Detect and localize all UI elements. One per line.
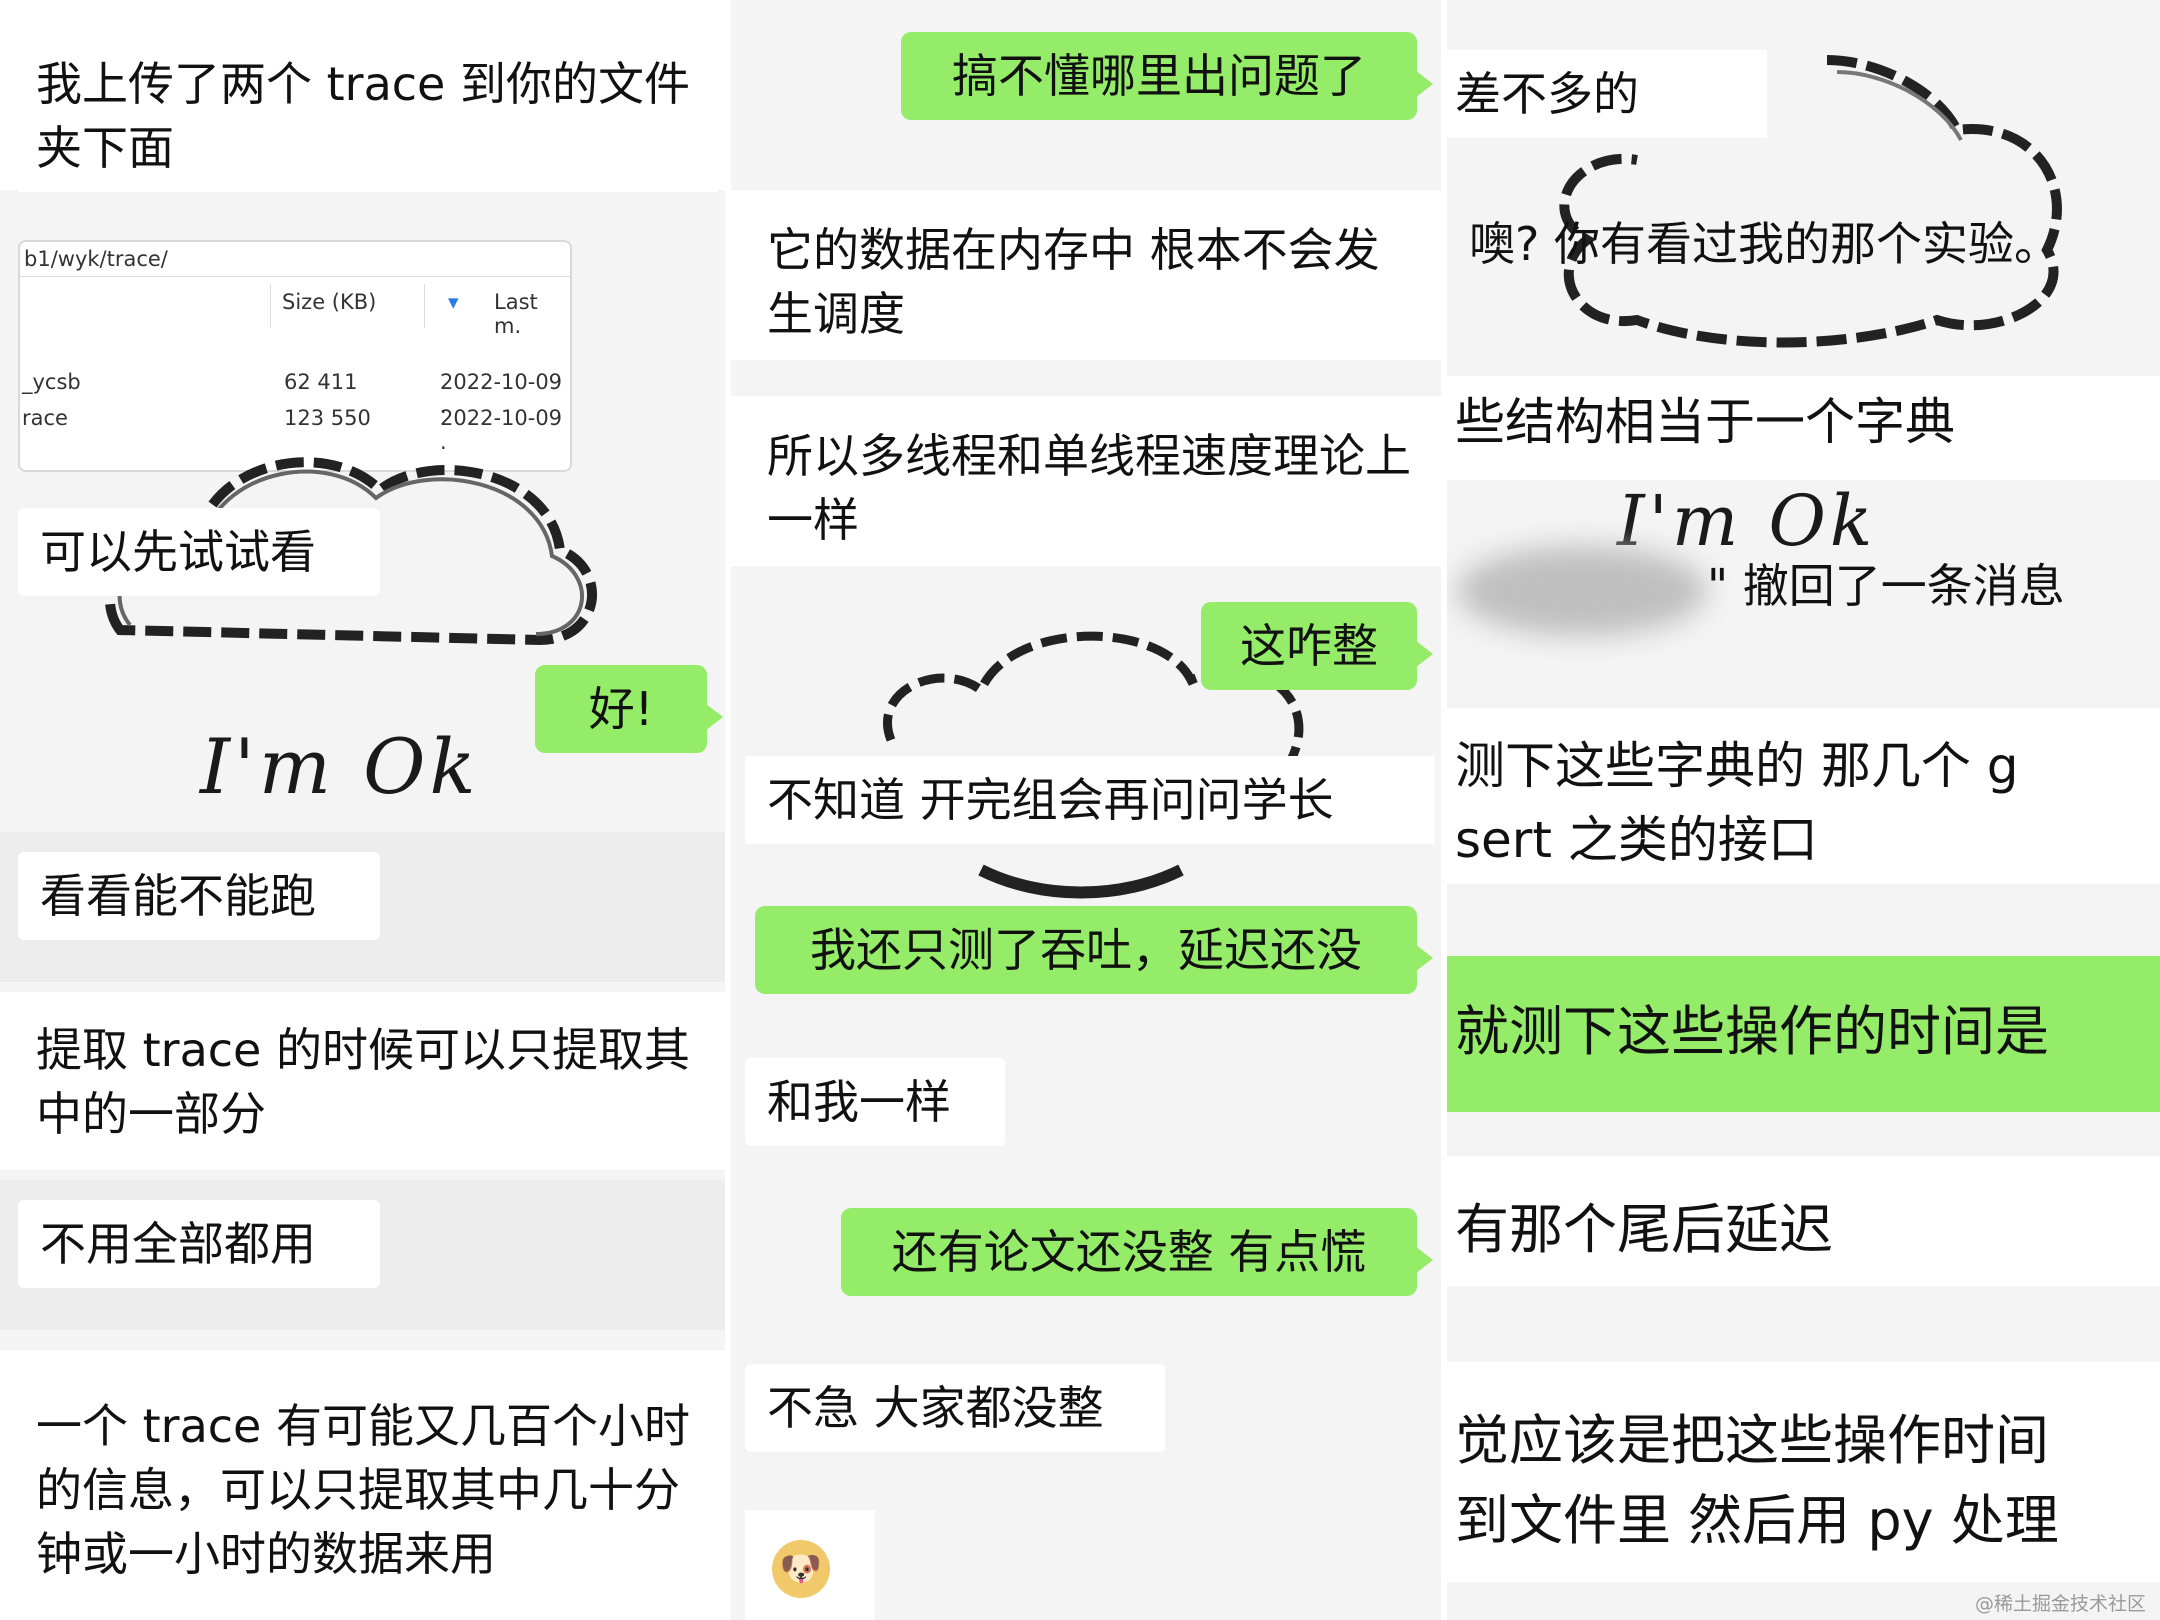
incoming-message[interactable]: 看看能不能跑 [18, 852, 380, 940]
outgoing-message[interactable]: 就测下这些操作的时间是 [1447, 956, 2160, 1112]
outgoing-message[interactable]: 搞不懂哪里出问题了 [901, 32, 1433, 120]
watermark: @稀土掘金技术社区 [1974, 1593, 2146, 1615]
outgoing-message[interactable]: 还有论文还没整 有点慌 [841, 1208, 1433, 1296]
file-path: b1/wyk/trace/ [20, 242, 570, 277]
message-row [1447, 1156, 2160, 1286]
incoming-message[interactable]: 和我一样 [745, 1058, 1005, 1146]
cloud-sticker [1559, 55, 2062, 348]
chat-panel-right: 差不多的 噢? 你有看过我的那个实验。 些结构相当于一个字典 I'm Ok " … [1447, 0, 2160, 1620]
incoming-message[interactable]: 有那个尾后延迟 [1455, 1198, 1833, 1261]
incoming-message[interactable]: 觉应该是把这些操作时间 [1455, 1409, 2049, 1472]
chat-panel-middle: 搞不懂哪里出问题了 它的数据在内存中 根本不会发生调度 所以多线程和单线程速度理… [731, 0, 1441, 1620]
file-date: 2022-10-09 . [440, 406, 563, 454]
file-name: _ycsb [22, 370, 81, 394]
sticker-caption: I'm Ok [1617, 480, 1877, 562]
outgoing-message[interactable]: 好! [535, 665, 723, 753]
file-size: 123 550 [284, 406, 371, 430]
file-manager-screenshot: b1/wyk/trace/ Size (KB) ▾ Last m. _ycsb … [18, 240, 572, 472]
incoming-message[interactable]: 测下这些字典的 那几个 g [1447, 722, 2160, 810]
message-row [1447, 1362, 2160, 1582]
file-date: 2022-10-09 . [440, 370, 563, 418]
incoming-message[interactable]: 我上传了两个 trace 到你的文件夹下面 [18, 40, 718, 192]
outgoing-message[interactable]: 我还只测了吞吐，延迟还没 [755, 906, 1433, 994]
incoming-message[interactable]: 到文件里 然后用 py 处理 [1455, 1489, 2059, 1552]
column-size: Size (KB) [282, 290, 377, 314]
column-last-modified: Last m. [494, 290, 538, 338]
chat-panel-left: 我上传了两个 trace 到你的文件夹下面 b1/wyk/trace/ Size… [0, 0, 725, 1620]
incoming-message[interactable]: 可以先试试看 [18, 508, 380, 596]
sticker-caption: I'm Ok [200, 722, 480, 811]
sort-icon: ▾ [448, 290, 459, 314]
incoming-message[interactable]: 不知道 开完组会再问问学长 [745, 756, 1435, 844]
redacted-avatar [1457, 546, 1707, 636]
recall-notice: " 撤回了一条消息 [1707, 559, 2065, 613]
doge-emoji-icon: 🐶 [772, 1540, 830, 1598]
incoming-message[interactable]: 它的数据在内存中 根本不会发生调度 [745, 206, 1435, 358]
incoming-message[interactable]: 差不多的 [1447, 50, 1767, 138]
incoming-message[interactable]: 所以多线程和单线程速度理论上一样 [745, 412, 1435, 564]
incoming-message[interactable]: 噢? 你有看过我的那个实验。 [1469, 217, 2061, 271]
incoming-message[interactable]: sert 之类的接口 [1455, 811, 1818, 869]
incoming-message[interactable]: 不用全部都用 [18, 1200, 380, 1288]
file-size: 62 411 [284, 370, 358, 394]
incoming-message[interactable]: 一个 trace 有可能又几百个小时的信息，可以只提取其中几十分钟或一小时的数据… [18, 1382, 718, 1598]
incoming-message[interactable]: 提取 trace 的时候可以只提取其中的一部分 [18, 1006, 718, 1158]
incoming-message[interactable]: 些结构相当于一个字典 [1447, 378, 2160, 466]
incoming-message[interactable]: 不急 大家都没整 [745, 1364, 1165, 1452]
outgoing-message[interactable]: 这咋整 [1201, 602, 1433, 690]
file-name: race [22, 406, 68, 430]
